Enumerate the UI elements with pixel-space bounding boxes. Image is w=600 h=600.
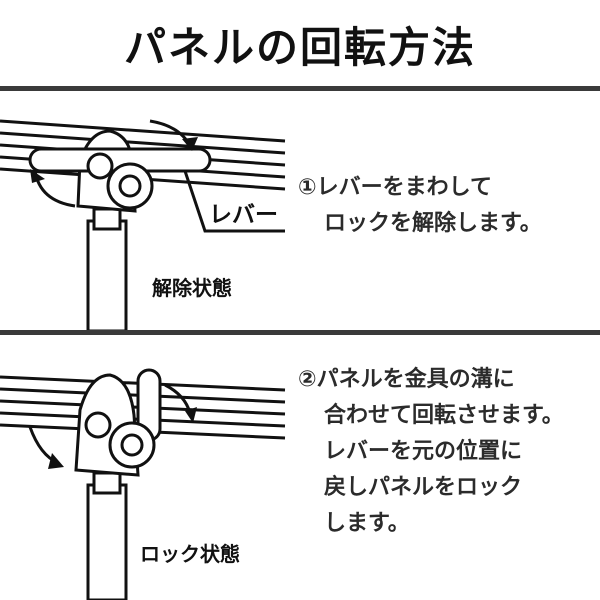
divider-middle — [0, 330, 600, 335]
arrow-head — [48, 453, 64, 469]
step2-line: 合わせて回転させます。 — [324, 403, 564, 428]
step1-text: ①レバーをまわして ロックを解除します。 — [298, 170, 542, 242]
pole-joint — [92, 207, 122, 231]
step1-line: ①レバーをまわして — [298, 175, 492, 200]
lever-callout-label: レバー — [207, 195, 280, 229]
callout-line — [183, 170, 285, 233]
arrow-head — [30, 169, 45, 183]
step2-text: ②パネルを金具の溝に 合わせて回転させます。 レバーを元の位置に 戻しパネルをロ… — [298, 362, 564, 542]
locked-state-label: ロック状態 — [140, 542, 240, 566]
hinge — [86, 152, 114, 180]
arrow-head — [185, 407, 197, 423]
unlocked-state-label: 解除状態 — [152, 276, 232, 300]
step2-line: レバーを元の位置に — [324, 439, 523, 464]
panel-rail — [0, 131, 286, 155]
step2-line: します。 — [324, 511, 410, 536]
step1-line: ロックを解除します。 — [324, 211, 542, 236]
step2-line: ②パネルを金具の溝に — [298, 367, 515, 392]
panel-rail — [0, 119, 286, 143]
divider-top — [0, 86, 600, 91]
unlock-illustration — [0, 119, 286, 333]
lock-illustration — [0, 368, 286, 600]
arrow-head — [182, 137, 198, 151]
pole — [86, 483, 128, 600]
hinge — [84, 411, 112, 439]
step2-line: 戻しパネルをロック — [324, 475, 523, 500]
hinge — [120, 433, 144, 457]
page-title: パネルの回転方法 — [123, 23, 476, 72]
pole-joint — [92, 471, 122, 495]
pole — [86, 219, 128, 333]
rotation-arrow — [33, 170, 76, 208]
hinge — [118, 174, 142, 198]
